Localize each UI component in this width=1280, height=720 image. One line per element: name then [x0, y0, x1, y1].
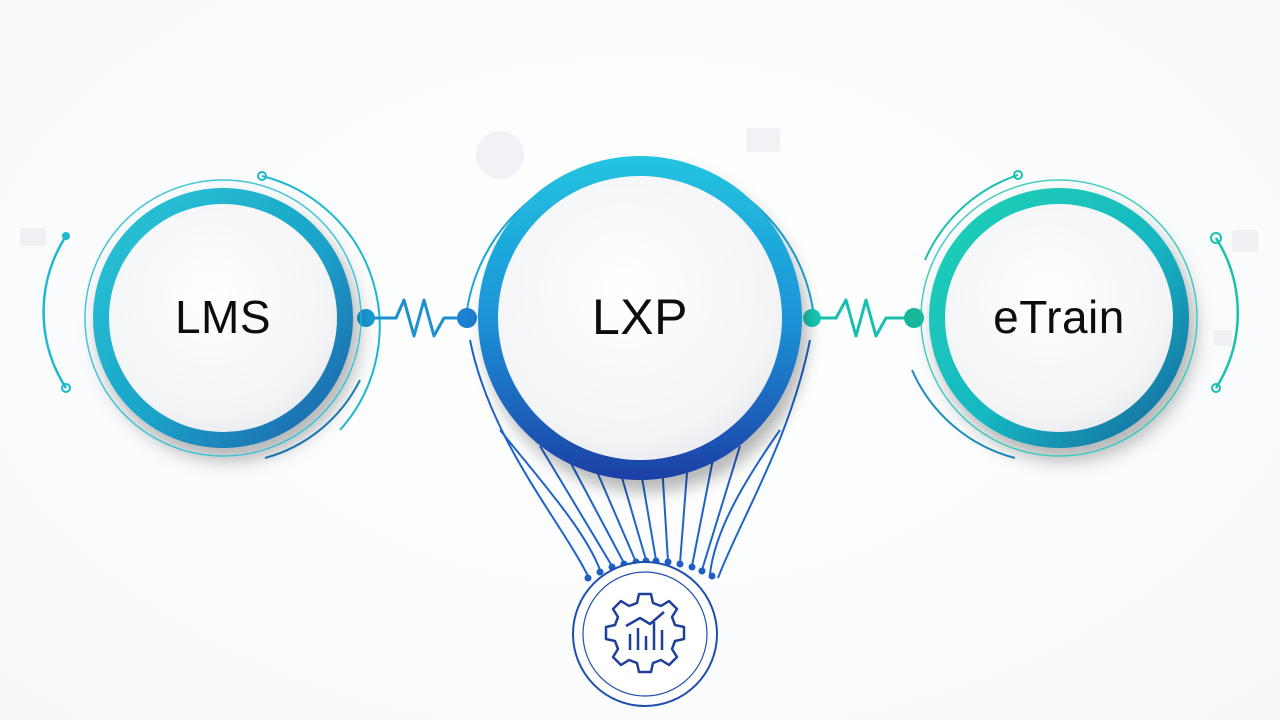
faint-gear-icon [476, 131, 524, 179]
arc-endpoint-dot [1211, 383, 1221, 393]
node-lxp [478, 156, 802, 480]
connector-node-dot [904, 308, 924, 328]
arc-endpoint-dot [1210, 232, 1222, 244]
faint-document-icon [20, 228, 46, 246]
connector-node-dot [457, 308, 477, 328]
etrain-label: eTrain [993, 291, 1125, 343]
hub-node [572, 561, 718, 707]
node-etrain [920, 179, 1198, 457]
lms-label: LMS [174, 291, 272, 343]
arc-endpoint-dot [61, 383, 71, 393]
faint-monitor-icon [746, 128, 780, 152]
lxp-label: LXP [591, 289, 689, 345]
arc-endpoint-dot [257, 171, 267, 181]
etrain-decorative-arcs [911, 170, 1239, 459]
connector-lxp-etrain [803, 298, 924, 338]
connector-node-dot [803, 309, 821, 327]
background-decorations [20, 128, 1258, 346]
arc-endpoint-dot [62, 232, 70, 240]
faint-document-icon [1232, 230, 1258, 252]
connector-lms-lxp [357, 298, 477, 338]
arc-endpoint-dot [1013, 170, 1023, 180]
lms-decorative-arcs [42, 171, 381, 459]
faint-square-icon [1214, 330, 1232, 346]
gear-analytics-icon [604, 592, 686, 674]
connector-node-dot [357, 309, 375, 327]
node-lms [84, 179, 362, 457]
hub-connection-lines [469, 339, 811, 579]
